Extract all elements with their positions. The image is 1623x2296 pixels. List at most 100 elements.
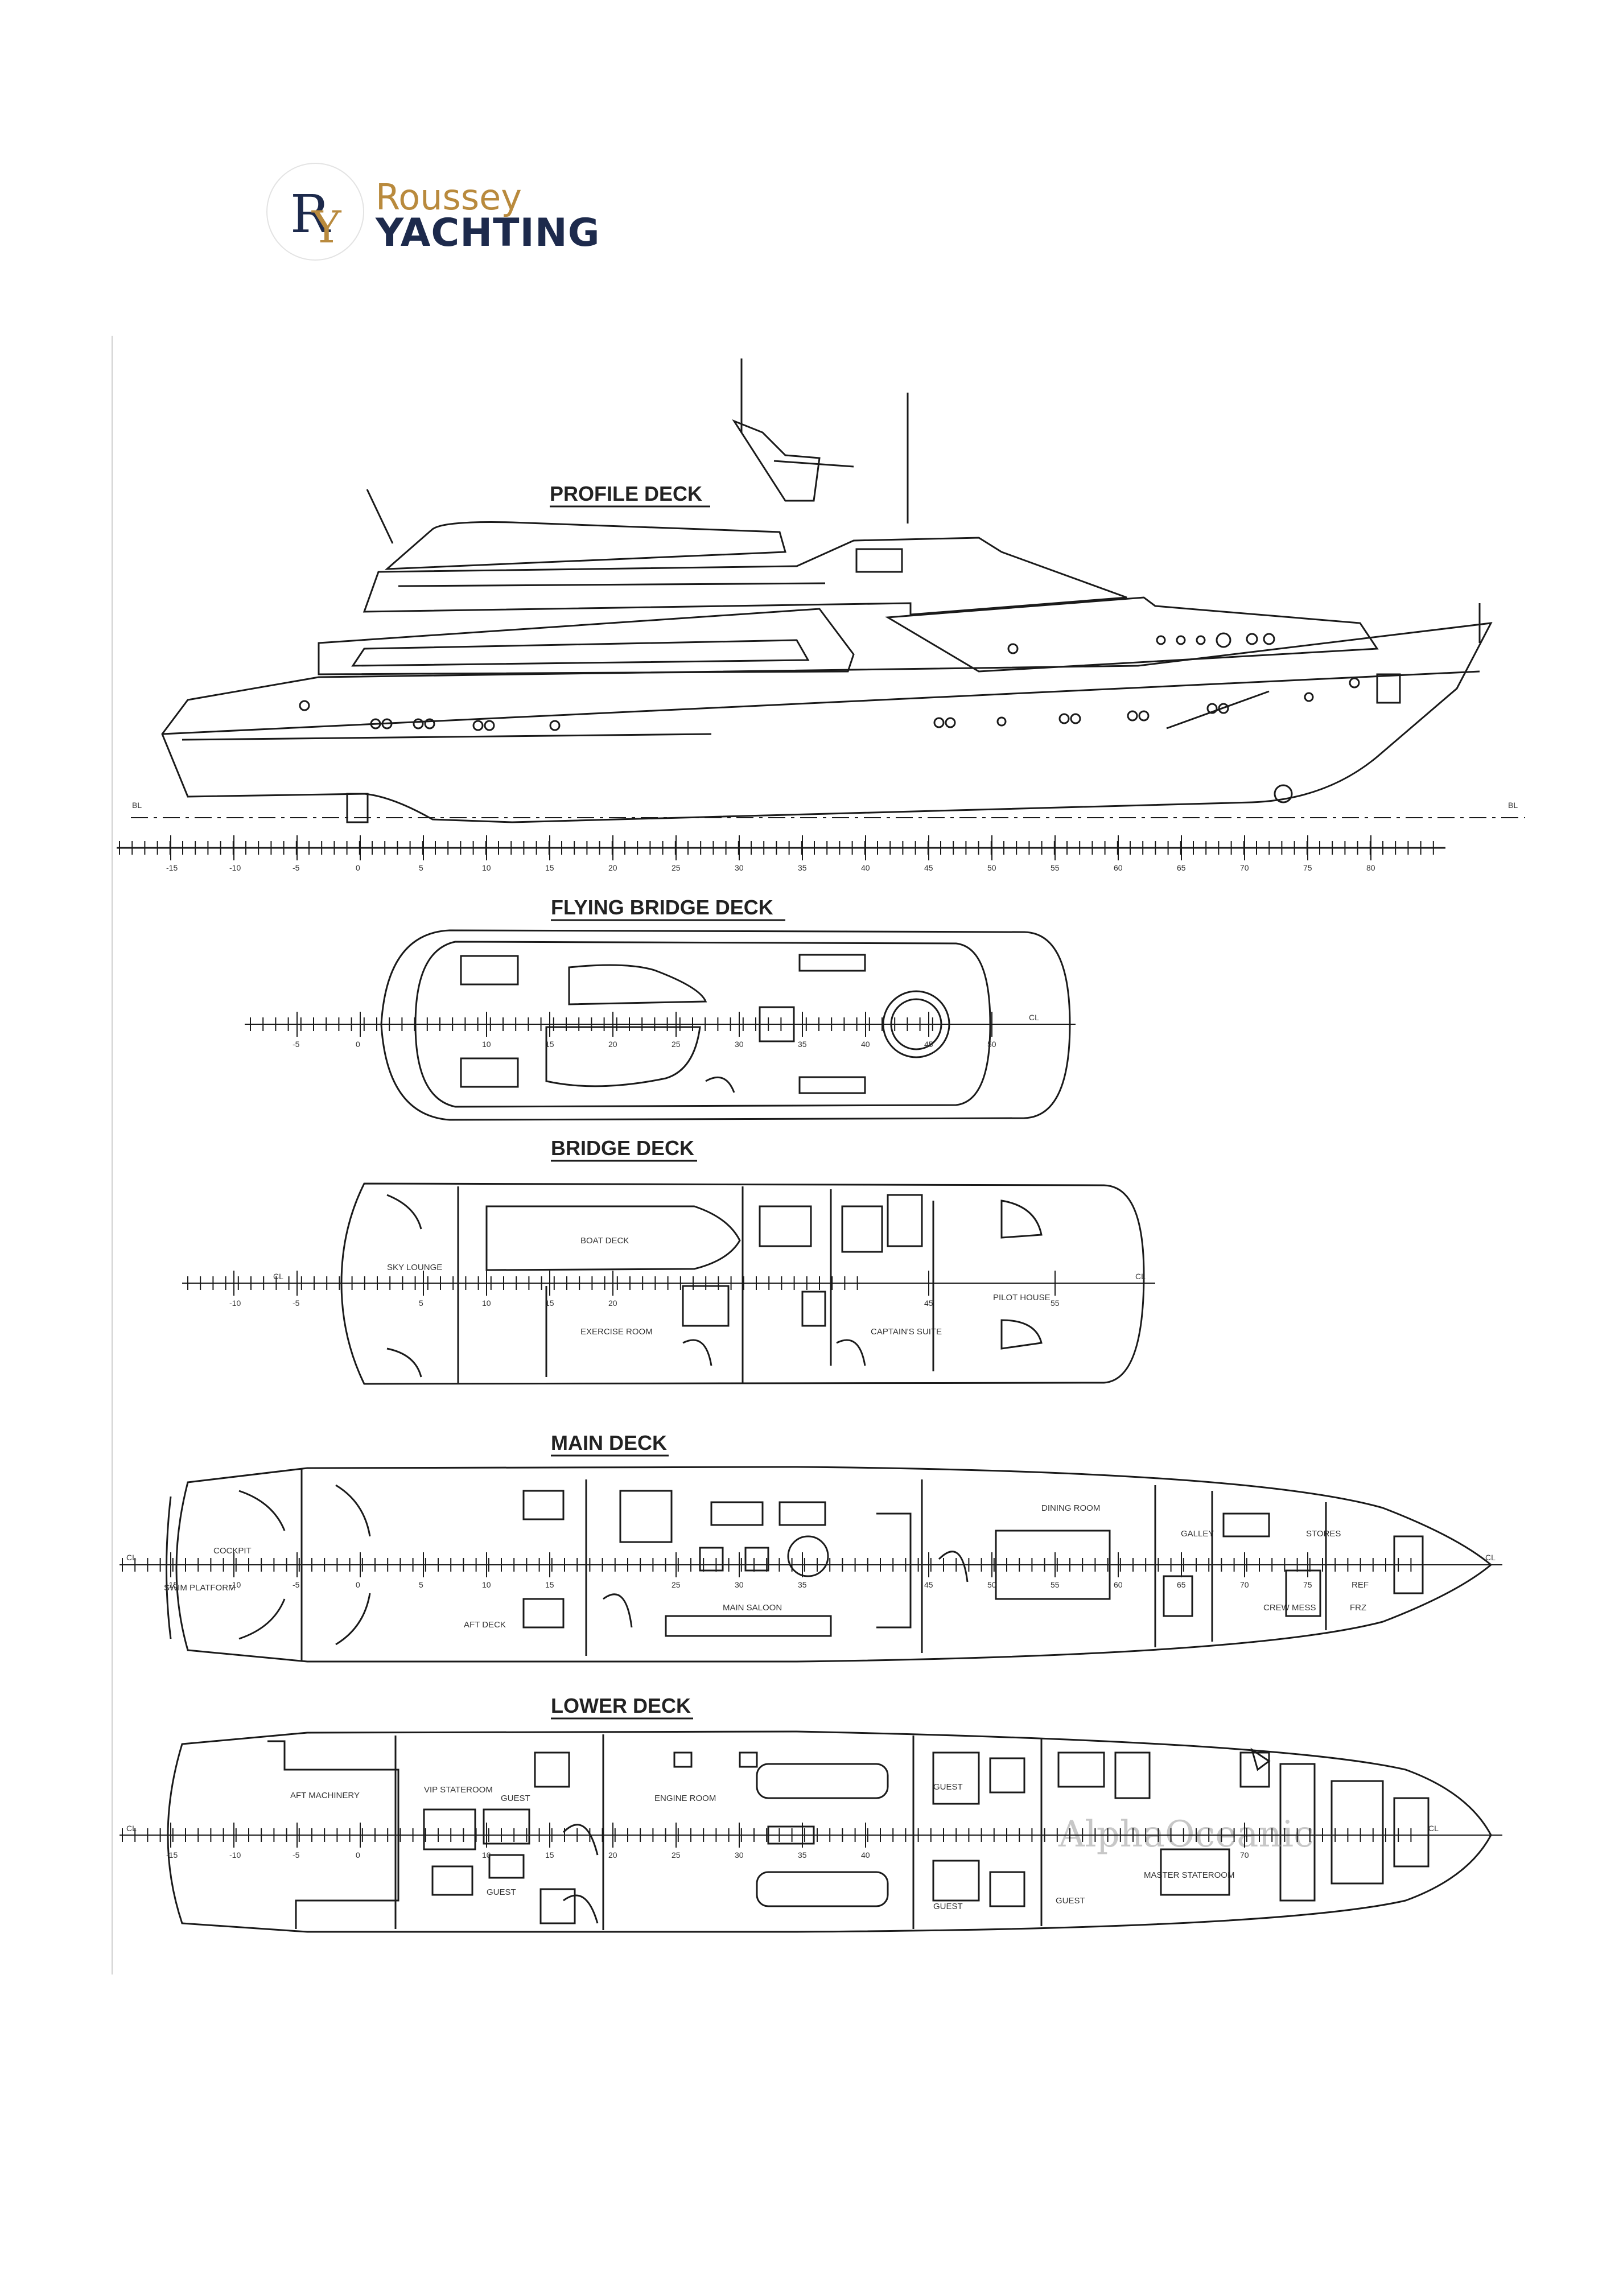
scale-tick-label: 35 bbox=[798, 1850, 807, 1860]
guest-label-5: GUEST bbox=[1056, 1896, 1085, 1906]
portholes-hull bbox=[299, 677, 1360, 731]
portholes-forward bbox=[1007, 632, 1275, 654]
bridge-deck-title: BRIDGE DECK bbox=[551, 1136, 694, 1160]
scale-tick-label: 45 bbox=[924, 1040, 933, 1049]
lower-deck-fixtures bbox=[423, 1747, 1430, 1924]
guest-label-4: GUEST bbox=[933, 1902, 963, 1911]
main-centerline-label-aft: CL bbox=[126, 1553, 137, 1562]
cockpit-label: COCKPIT bbox=[213, 1546, 252, 1556]
scale-tick-label: 10 bbox=[482, 1850, 491, 1860]
guest-label-3: GUEST bbox=[933, 1782, 963, 1792]
scale-tick-label: 50 bbox=[987, 863, 996, 872]
lower-deck: LOWER DECK AFT MACHINERY VIP STATEROOM G… bbox=[120, 1694, 1502, 1933]
scale-tick-label: 25 bbox=[672, 863, 681, 872]
scale-tick-label: 75 bbox=[1303, 1580, 1312, 1589]
scale-tick-label: 55 bbox=[1051, 1299, 1060, 1308]
scale-tick-label: 15 bbox=[545, 1299, 554, 1308]
sheer-line bbox=[162, 670, 1480, 735]
flying-bridge-outline bbox=[380, 929, 1071, 1121]
scale-tick-label: 40 bbox=[861, 863, 870, 872]
radar-arch bbox=[732, 419, 821, 502]
scale-tick-label: 20 bbox=[608, 863, 617, 872]
frz-label: FRZ bbox=[1350, 1603, 1366, 1613]
scale-tick-label: -10 bbox=[229, 1580, 241, 1589]
monogram-y: Y bbox=[311, 202, 342, 253]
scale-tick-label: 60 bbox=[1114, 863, 1123, 872]
scale-tick-label: -10 bbox=[229, 1850, 241, 1860]
scale-tick-label: 5 bbox=[419, 1299, 423, 1308]
bridge-deck: BRIDGE DECK BOAT DECK SKY LOUNGE EXERCIS… bbox=[182, 1136, 1155, 1385]
scale-tick-label: 10 bbox=[482, 1580, 491, 1589]
scale-tick-label: 45 bbox=[924, 1299, 933, 1308]
scale-tick-label: 80 bbox=[1366, 863, 1375, 872]
flying-bridge-deck-title: FLYING BRIDGE DECK bbox=[551, 896, 773, 919]
flybridge-cover bbox=[384, 521, 786, 570]
swim-platform-label: SWIM PLATFORM bbox=[164, 1583, 236, 1593]
scale-tick-label: 15 bbox=[545, 1850, 554, 1860]
sunpad-bottom bbox=[460, 1057, 519, 1088]
scale-tick-label: 30 bbox=[735, 1850, 744, 1860]
swim-platform bbox=[166, 1496, 172, 1639]
scale-tick-label: 20 bbox=[608, 1850, 617, 1860]
scale-tick-label: 70 bbox=[1240, 1580, 1249, 1589]
lower-centerline-label-aft: CL bbox=[126, 1824, 137, 1833]
scale-tick-label: -15 bbox=[166, 1850, 178, 1860]
scale-tick-label: 10 bbox=[482, 863, 491, 872]
scale-tick-label: 40 bbox=[861, 1040, 870, 1049]
bridge-centerline-label: CL bbox=[1135, 1272, 1146, 1281]
scale-tick-label: 0 bbox=[356, 1040, 360, 1049]
scale-tick-label: 25 bbox=[672, 1850, 681, 1860]
scale-tick-label: 70 bbox=[1240, 863, 1249, 872]
scale-tick-label: 15 bbox=[545, 1580, 554, 1589]
scale-tick-label: 55 bbox=[1051, 863, 1060, 872]
aft-machinery-label: AFT MACHINERY bbox=[290, 1791, 360, 1800]
vip-stateroom-label: VIP STATEROOM bbox=[424, 1785, 493, 1795]
stores-label: STORES bbox=[1306, 1529, 1341, 1539]
upper-window-line bbox=[398, 582, 826, 587]
scale-tick-label: 0 bbox=[356, 863, 360, 872]
scale-tick-label: 35 bbox=[798, 863, 807, 872]
engine-room-label: ENGINE ROOM bbox=[654, 1794, 716, 1803]
profile-deck: PROFILE DECK bbox=[117, 358, 1525, 872]
scale-tick-label: -10 bbox=[229, 863, 241, 872]
aft-deck-label: AFT DECK bbox=[464, 1620, 506, 1630]
scale-tick-label: 35 bbox=[798, 1580, 807, 1589]
main-saloon-label: MAIN SALOON bbox=[723, 1603, 782, 1613]
vent-grille bbox=[855, 548, 903, 573]
scale-tick-label: -5 bbox=[293, 863, 300, 872]
dining-room-label: DINING ROOM bbox=[1041, 1503, 1100, 1513]
main-superstructure bbox=[318, 608, 855, 675]
scale-tick-label: 5 bbox=[419, 1580, 423, 1589]
brand-name-line2: YACHTING bbox=[376, 211, 600, 255]
lower-deck-outline bbox=[167, 1730, 1492, 1933]
page-border-line bbox=[112, 336, 113, 1975]
scale-tick-label: 60 bbox=[1114, 1580, 1123, 1589]
bridge-deck-outline bbox=[340, 1182, 1145, 1385]
fb-centerline-label: CL bbox=[1029, 1013, 1039, 1022]
bow-stripe bbox=[1166, 690, 1270, 729]
galley-label: GALLEY bbox=[1181, 1529, 1214, 1539]
scale-tick-label: -15 bbox=[166, 863, 178, 872]
scale-tick-label: 5 bbox=[419, 863, 423, 872]
scale-tick-label: 25 bbox=[672, 1580, 681, 1589]
brand-logo: R Y Roussey YACHTING bbox=[266, 163, 600, 262]
scale-tick-label: -5 bbox=[293, 1580, 300, 1589]
boat-deck-tender bbox=[485, 1205, 741, 1271]
tender-lower bbox=[545, 1026, 701, 1087]
saloon-windows bbox=[351, 639, 810, 667]
scale-tick-label: 0 bbox=[356, 1850, 360, 1860]
scale-tick-label: 40 bbox=[861, 1850, 870, 1860]
tender-upper bbox=[568, 964, 707, 1005]
scale-tick-label: 20 bbox=[608, 1040, 617, 1049]
scale-tick-label: 30 bbox=[735, 1040, 744, 1049]
main-centerline-label: CL bbox=[1485, 1553, 1496, 1562]
radar-bar bbox=[773, 460, 854, 468]
stair-fb bbox=[705, 1076, 735, 1093]
main-deck-outline bbox=[175, 1466, 1493, 1663]
profile-deck-title: PROFILE DECK bbox=[550, 482, 702, 505]
scale-tick-label: -10 bbox=[229, 1299, 241, 1308]
guest-label-2: GUEST bbox=[487, 1887, 516, 1897]
crew-mess-label: CREW MESS bbox=[1263, 1603, 1316, 1613]
